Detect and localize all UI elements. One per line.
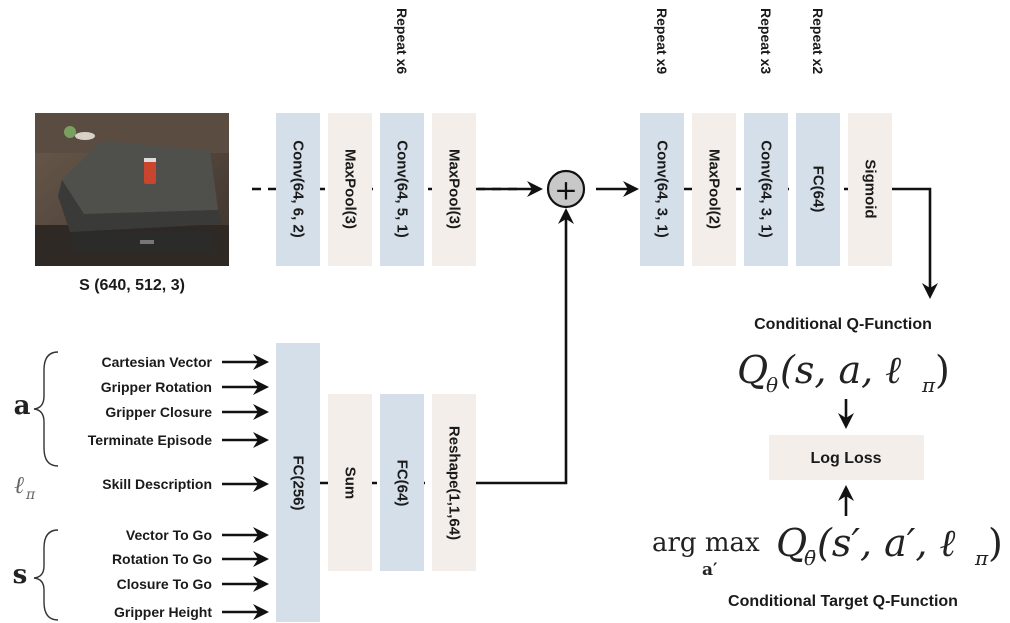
input-cartesian-vector: Cartesian Vector [102, 354, 213, 370]
target-q-function-title: Conditional Target Q-Function [728, 593, 958, 610]
svg-text:(s′, a′, ℓ: (s′, a′, ℓ [817, 521, 956, 565]
encoder-block-3: Conv(64, 5, 1) [380, 113, 424, 266]
input-closure-to-go: Closure To Go [117, 576, 212, 592]
svg-text:a′: a′ [702, 560, 718, 580]
svg-text:arg max: arg max [652, 528, 760, 558]
input-group-s: s Vector To Go Rotation To Go Closure To… [13, 527, 269, 621]
svg-text:Conv(64, 3, 1): Conv(64, 3, 1) [758, 140, 775, 238]
repeat-label-head-1: Repeat x9 [654, 8, 670, 74]
svg-text:Conv(64, 5, 1): Conv(64, 5, 1) [394, 140, 411, 238]
state-block-1: FC(256) [276, 343, 320, 622]
input-terminate-episode: Terminate Episode [88, 432, 212, 448]
input-vector-to-go: Vector To Go [126, 527, 212, 543]
q-function-title: Conditional Q-Function [754, 316, 932, 333]
svg-text:θ: θ [766, 373, 778, 397]
svg-text:+: + [554, 174, 577, 207]
head-block-5: Sigmoid [848, 113, 892, 266]
svg-text:MaxPool(2): MaxPool(2) [706, 149, 723, 229]
state-block-3: FC(64) [380, 394, 424, 571]
state-block-4: Reshape(1,1,64) [432, 394, 476, 571]
camera-image [35, 113, 229, 266]
svg-text:Q: Q [776, 521, 807, 565]
input-group-a: a Cartesian Vector Gripper Rotation Grip… [14, 351, 269, 467]
target-formula: arg max a′ Q θ̄ (s′, a′, ℓ π ) [652, 521, 1003, 580]
svg-text:(s, a, ℓ: (s, a, ℓ [780, 348, 901, 392]
input-rotation-to-go: Rotation To Go [112, 551, 212, 567]
repeat-label-head-4: Repeat x2 [810, 8, 826, 74]
head-block-1: Conv(64, 3, 1) [640, 113, 684, 266]
encoder-block-2: MaxPool(3) [328, 113, 372, 266]
svg-text:π: π [974, 546, 989, 570]
log-loss-box: Log Loss [769, 435, 924, 480]
head-block-4: FC(64) [796, 113, 840, 266]
head-block-3: Conv(64, 3, 1) [744, 113, 788, 266]
svg-text:FC(64): FC(64) [394, 460, 411, 507]
repeat-label-encoder: Repeat x6 [394, 8, 410, 74]
svg-text:): ) [988, 521, 1003, 565]
svg-text:MaxPool(3): MaxPool(3) [446, 149, 463, 229]
input-group-l: ℓ π Skill Description [14, 471, 269, 503]
encoder-block-1: Conv(64, 6, 2) [276, 113, 320, 266]
svg-text:Conv(64, 6, 2): Conv(64, 6, 2) [290, 140, 307, 238]
svg-text:Sum: Sum [342, 467, 359, 500]
input-gripper-height: Gripper Height [114, 604, 212, 620]
plus-node: + [546, 169, 586, 209]
encoder-block-4: MaxPool(3) [432, 113, 476, 266]
symbol-l: ℓ [14, 471, 24, 499]
svg-text:Log Loss: Log Loss [810, 450, 881, 467]
svg-text:Q: Q [737, 348, 768, 392]
symbol-a: a [14, 391, 31, 421]
svg-text:Conv(64, 3, 1): Conv(64, 3, 1) [654, 140, 671, 238]
repeat-label-head-3: Repeat x3 [758, 8, 774, 74]
svg-text:FC(64): FC(64) [810, 166, 827, 213]
input-gripper-closure: Gripper Closure [105, 404, 212, 420]
svg-text:FC(256): FC(256) [290, 455, 307, 510]
svg-text:Reshape(1,1,64): Reshape(1,1,64) [446, 426, 463, 540]
state-block-2: Sum [328, 394, 372, 571]
image-caption: S (640, 512, 3) [79, 277, 185, 294]
svg-text:π: π [921, 373, 936, 397]
q-function-formula: Q θ (s, a, ℓ π ) [737, 348, 950, 397]
input-gripper-rotation: Gripper Rotation [101, 379, 212, 395]
svg-text:Sigmoid: Sigmoid [862, 159, 879, 218]
symbol-l-subscript: π [25, 487, 36, 503]
svg-text:MaxPool(3): MaxPool(3) [342, 149, 359, 229]
svg-text:): ) [935, 348, 950, 392]
head-block-2: MaxPool(2) [692, 113, 736, 266]
svg-text:θ̄: θ̄ [804, 546, 816, 570]
input-skill-description: Skill Description [102, 476, 212, 492]
symbol-s: s [13, 560, 28, 590]
